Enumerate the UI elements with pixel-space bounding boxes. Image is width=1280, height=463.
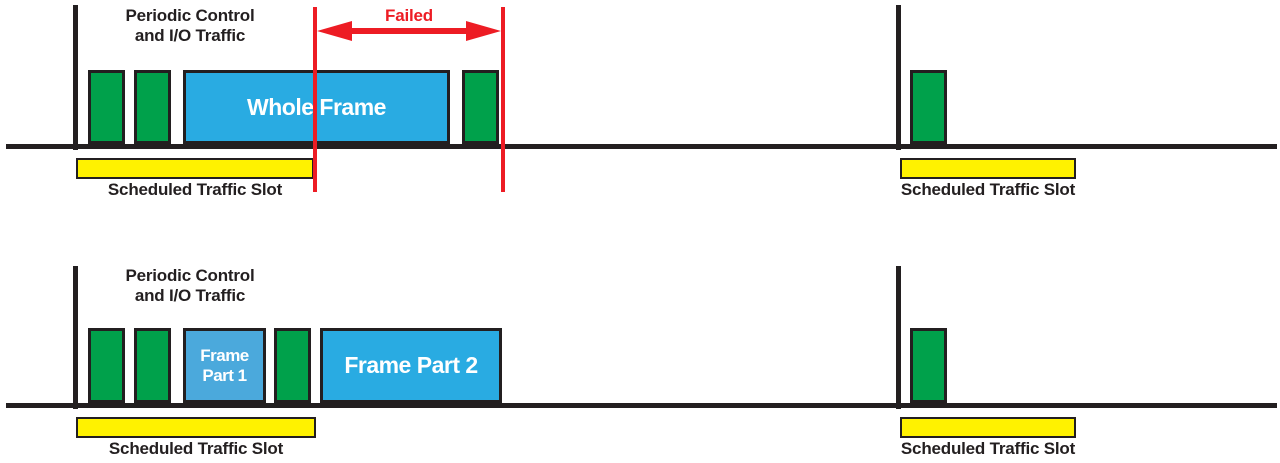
bottom-timeline bbox=[6, 403, 1277, 408]
top-left-axis-line bbox=[73, 5, 78, 150]
frame-part2-block: Frame Part 2 bbox=[320, 328, 502, 403]
top-periodic-line1: Periodic Control bbox=[125, 6, 255, 25]
failed-range-arrow-icon bbox=[317, 21, 501, 41]
bottom-periodic-traffic-label: Periodic Control and I/O Traffic bbox=[100, 266, 280, 306]
failure-window-left-marker bbox=[313, 7, 317, 192]
top-timeline bbox=[6, 144, 1277, 149]
bottom-periodic-frame-3 bbox=[274, 328, 311, 403]
bottom-periodic-frame-1 bbox=[88, 328, 125, 403]
top-right-scheduled-slot-label: Scheduled Traffic Slot bbox=[900, 180, 1076, 199]
frame-part2-label: Frame Part 2 bbox=[344, 352, 478, 378]
bottom-right-axis-line bbox=[896, 266, 901, 409]
top-right-periodic-frame bbox=[910, 70, 947, 144]
top-periodic-line2: and I/O Traffic bbox=[134, 26, 246, 45]
top-periodic-traffic-label: Periodic Control and I/O Traffic bbox=[100, 6, 280, 46]
failed-label: Failed bbox=[385, 6, 433, 25]
top-right-scheduled-slot bbox=[900, 158, 1076, 179]
frame-part1-block: Frame Part 1 bbox=[183, 328, 266, 403]
top-periodic-frame-1 bbox=[88, 70, 125, 144]
bottom-periodic-frame-2 bbox=[134, 328, 171, 403]
bottom-right-periodic-frame bbox=[910, 328, 947, 403]
bottom-periodic-line2: and I/O Traffic bbox=[134, 286, 246, 305]
failure-window-right-marker bbox=[501, 7, 505, 192]
frame-part1-line1: Frame bbox=[200, 345, 249, 365]
bottom-left-scheduled-slot bbox=[76, 417, 316, 438]
top-right-axis-line bbox=[896, 5, 901, 150]
top-periodic-frame-3 bbox=[462, 70, 499, 144]
bottom-left-scheduled-slot-label: Scheduled Traffic Slot bbox=[108, 439, 284, 458]
top-left-scheduled-slot bbox=[76, 158, 314, 179]
bottom-periodic-line1: Periodic Control bbox=[125, 266, 255, 285]
bottom-left-axis-line bbox=[73, 266, 78, 409]
top-periodic-frame-2 bbox=[134, 70, 171, 144]
bottom-right-scheduled-slot bbox=[900, 417, 1076, 438]
bottom-right-scheduled-slot-label: Scheduled Traffic Slot bbox=[900, 439, 1076, 458]
frame-part1-line2: Part 1 bbox=[202, 365, 247, 385]
top-left-scheduled-slot-label: Scheduled Traffic Slot bbox=[107, 180, 283, 199]
